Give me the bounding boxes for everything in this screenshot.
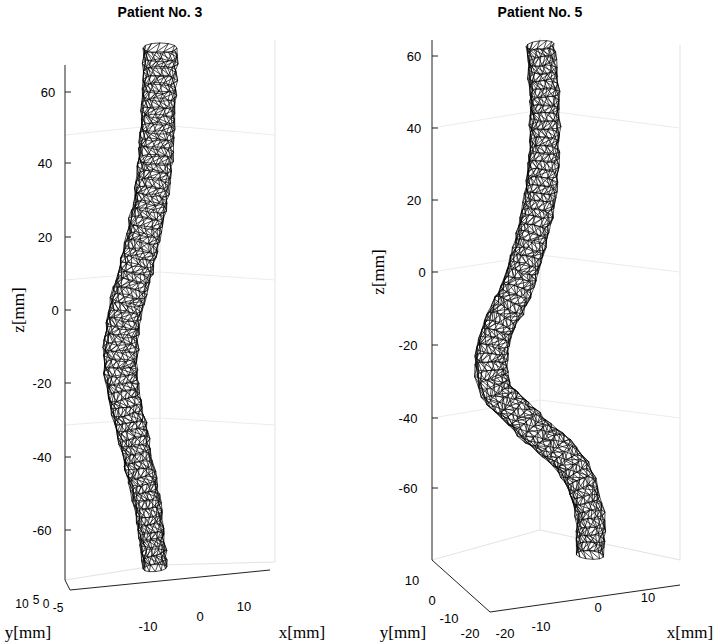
tick-label: 10 bbox=[237, 600, 251, 613]
tick-label: 5 bbox=[33, 594, 40, 606]
axes-right bbox=[432, 38, 680, 612]
tick-label: -60 bbox=[399, 482, 418, 495]
tick-label: 0 bbox=[594, 601, 601, 614]
tick-label: 60 bbox=[41, 86, 55, 99]
tick-label: 0 bbox=[43, 598, 50, 610]
axis-label: x[mm] bbox=[667, 624, 713, 641]
tick-label: -60 bbox=[33, 524, 52, 537]
mesh-wireframe bbox=[475, 41, 606, 560]
tick-label: -20 bbox=[496, 627, 515, 640]
tick-label: -40 bbox=[399, 412, 418, 425]
tick-label: 20 bbox=[38, 231, 52, 244]
axis-label: x[mm] bbox=[279, 624, 325, 641]
tick-label: 40 bbox=[38, 157, 52, 170]
tick-label: -10 bbox=[440, 612, 459, 625]
tick-label: 20 bbox=[407, 194, 421, 207]
tick-label: 0 bbox=[428, 594, 435, 607]
tick-label: -5 bbox=[53, 602, 64, 614]
tick-label: -10 bbox=[532, 620, 551, 633]
plot-title: Patient No. 3 bbox=[118, 5, 203, 19]
tick-label: -20 bbox=[33, 377, 52, 390]
axes-left bbox=[65, 40, 275, 590]
tick-label: 10 bbox=[15, 598, 28, 610]
tick-label: 10 bbox=[641, 591, 655, 604]
axis-label: z[mm] bbox=[370, 249, 387, 294]
mesh-wireframe bbox=[103, 43, 178, 572]
tick-label: 10 bbox=[405, 574, 419, 587]
axis-label: y[mm] bbox=[380, 624, 426, 641]
axis-label: y[mm] bbox=[5, 624, 51, 641]
tick-label: 0 bbox=[51, 304, 58, 317]
plot-title: Patient No. 5 bbox=[498, 5, 583, 19]
tick-label: 60 bbox=[407, 50, 421, 63]
tick-label: -40 bbox=[33, 451, 52, 464]
vessel-mesh bbox=[103, 41, 606, 572]
tick-label: -20 bbox=[399, 339, 418, 352]
tick-label: 0 bbox=[418, 266, 425, 279]
tick-label: 0 bbox=[196, 610, 203, 623]
tick-label: -20 bbox=[461, 627, 480, 640]
tick-label: -10 bbox=[139, 620, 158, 633]
tick-label: 40 bbox=[407, 122, 421, 135]
axis-label: z[mm] bbox=[10, 287, 27, 332]
